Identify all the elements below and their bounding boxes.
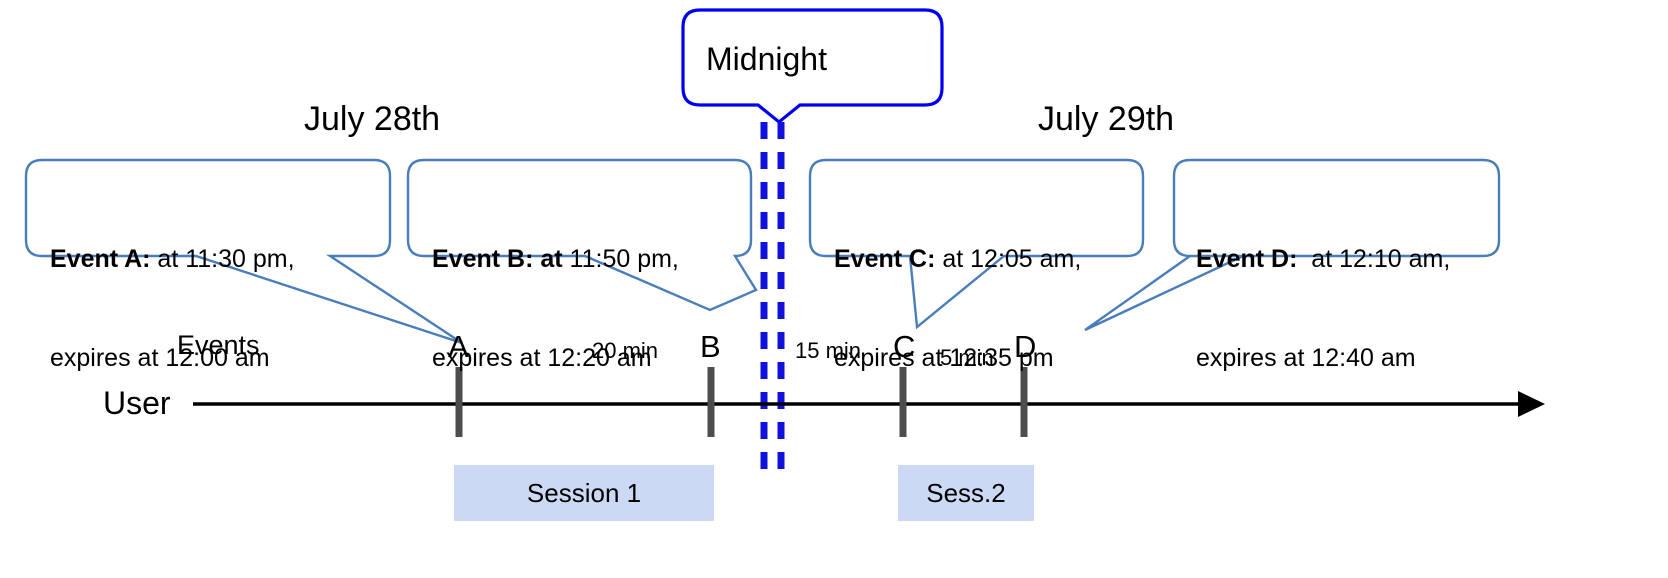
event-callout-bold-a: Event A: <box>50 245 151 273</box>
event-callout-line2-c: expires at 12:35 pm <box>834 344 1054 372</box>
gap-label-b-c: 15 min <box>795 338 862 363</box>
tick-label-a: A <box>448 329 469 364</box>
session-label-2: Sess.2 <box>926 477 1006 508</box>
event-callout-text-d: Event D: at 12:10 am, expires at 12:40 a… <box>1196 177 1450 441</box>
event-callout-bold-d: Event D: <box>1196 245 1298 273</box>
day-label-july-29: July 29th <box>1038 100 1175 138</box>
tick-label-b: B <box>700 329 721 364</box>
tick-label-c: C <box>893 329 916 364</box>
midnight-callout-label: Midnight <box>706 41 827 77</box>
tick-label-d: D <box>1014 329 1037 364</box>
event-callout-text-c: Event C: at 12:05 am, expires at 12:35 p… <box>834 177 1081 441</box>
event-callout-rest-c: at 12:05 am, <box>935 245 1082 273</box>
timeline-arrowhead <box>1518 391 1545 417</box>
session-box-1: Session 1 <box>454 465 714 521</box>
gap-label-a-b: 20 min <box>592 338 659 363</box>
event-callout-bold-c: Event C: <box>834 245 936 273</box>
row-label-events: Events <box>177 330 260 360</box>
gap-label-c-d: 5 min <box>940 345 994 370</box>
event-callout-text-a: Event A: at 11:30 pm, expires at 12:00 a… <box>50 177 295 441</box>
session-label-1: Session 1 <box>526 477 642 508</box>
event-callout-line2-a: expires at 12:00 am <box>50 344 270 372</box>
event-callout-line2-d: expires at 12:40 am <box>1196 344 1416 372</box>
event-callout-rest-b: 11:50 pm, <box>562 245 679 273</box>
event-callout-rest-d: at 12:10 am, <box>1297 245 1451 273</box>
session-box-2: Sess.2 <box>898 465 1034 521</box>
event-callout-text-b: Event B: at 11:50 pm, expires at 12:20 a… <box>432 177 679 441</box>
day-label-july-28: July 28th <box>304 100 441 138</box>
event-callout-line2-b: expires at 12:20 am <box>432 344 652 372</box>
event-callout-rest-a: at 11:30 pm, <box>150 245 295 273</box>
row-label-user: User <box>103 385 171 421</box>
event-callout-bold-b: Event B: at <box>432 245 563 273</box>
